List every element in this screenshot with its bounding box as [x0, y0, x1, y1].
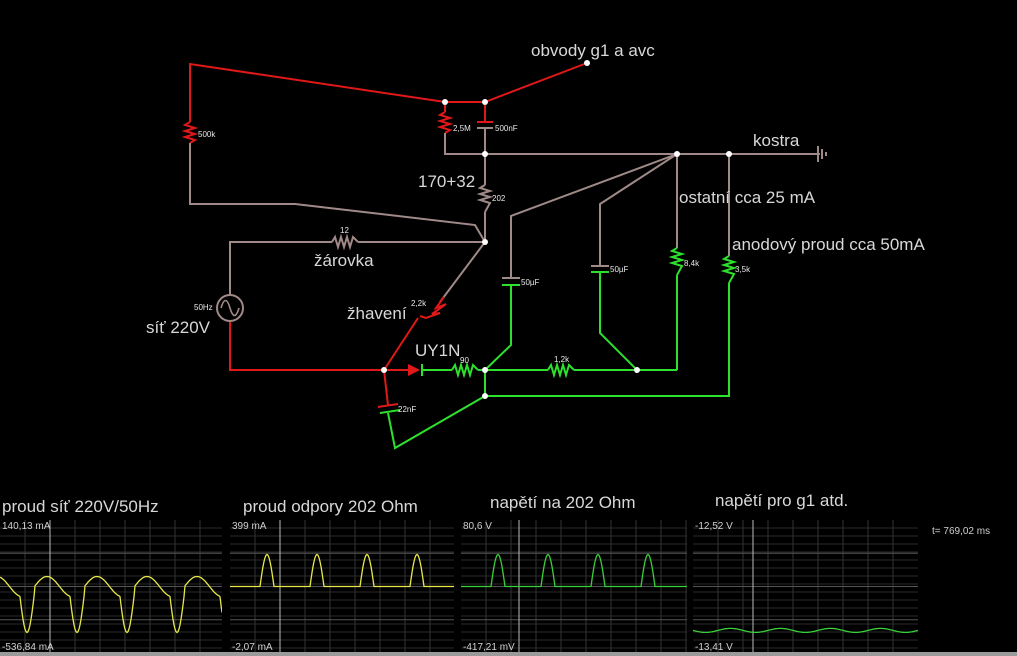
scope-1[interactable]: 140,13 mA -536,84 mA: [0, 520, 222, 653]
scope-2[interactable]: 399 mA -2,07 mA: [230, 520, 454, 653]
diode-icon: [408, 364, 420, 376]
value-3-5k: 3,5k: [735, 265, 751, 274]
scope-3-min: -417,21 mV: [463, 642, 515, 653]
ground-icon: [817, 146, 827, 162]
resistor-90: [451, 361, 479, 379]
value-8-4k: 8,4k: [684, 259, 700, 268]
scope-2-max: 399 mA: [232, 521, 267, 532]
label-g1-avc: obvody g1 a avc: [531, 41, 655, 60]
value-500k: 500k: [198, 130, 216, 139]
scope-4-min: -13,41 V: [695, 642, 733, 653]
label-kostra: kostra: [753, 131, 800, 150]
scope-title-3: napětí na 202 Ohm: [490, 493, 636, 512]
resistor-500k: [181, 121, 199, 144]
value-50Hz: 50Hz: [194, 303, 213, 312]
resistor-8-4k: [668, 247, 686, 276]
label-zhaveni: žhavení: [347, 304, 407, 323]
scope-1-min: -536,84 mA: [2, 642, 54, 653]
value-90: 90: [460, 356, 469, 365]
label-170-32: 170+32: [418, 172, 476, 191]
status-bar: [0, 652, 1017, 656]
scope-4[interactable]: -12,52 V -13,41 V: [693, 520, 918, 653]
value-2-5M: 2,5M: [453, 124, 471, 133]
scope-3-max: 80,6 V: [463, 521, 492, 532]
ac-source-icon: [216, 294, 244, 322]
scope-1-max: 140,13 mA: [2, 521, 51, 532]
value-50uF-2: 50µF: [610, 265, 629, 274]
neutral-wires: [189, 130, 820, 303]
negative-wires: [387, 272, 730, 450]
resistor-2-5M: [436, 111, 454, 134]
scope-grid: [0, 520, 222, 653]
resistor-2-2k: [419, 296, 447, 320]
circuit-canvas[interactable]: [0, 0, 1017, 490]
resistor-12: [331, 233, 359, 251]
scope-trace: [0, 575, 222, 634]
positive-wires: [189, 62, 588, 406]
label-ostatni: ostatní cca 25 mA: [679, 188, 816, 207]
capacitor-50uF-1: [502, 277, 520, 286]
capacitor-50uF-2: [591, 265, 609, 273]
value-202: 202: [492, 194, 506, 203]
scope-trace: [461, 553, 687, 588]
scope-title-4: napětí pro g1 atd.: [715, 491, 849, 510]
label-sit: síť 220V: [146, 318, 211, 337]
capacitor-22nF: [377, 403, 401, 414]
scope-3[interactable]: 80,6 V -417,21 mV: [461, 520, 687, 653]
value-12: 12: [340, 226, 349, 235]
value-50uF-1: 50µF: [521, 278, 540, 287]
label-anodovy: anodový proud cca 50mA: [732, 235, 925, 254]
scope-2-min: -2,07 mA: [232, 642, 273, 653]
value-500nF: 500nF: [495, 124, 518, 133]
label-zarovka: žárovka: [314, 251, 374, 270]
value-22nF: 22nF: [398, 405, 417, 414]
resistor-202: [476, 184, 494, 213]
nodes: [381, 60, 732, 399]
resistor-3-5k: [720, 255, 738, 284]
value-1-2k: 1,2k: [554, 355, 570, 364]
scope-title-1: proud síť 220V/50Hz: [2, 497, 159, 516]
scope-trace: [693, 627, 918, 634]
scope-trace: [230, 553, 454, 588]
capacitor-500nF: [477, 121, 493, 130]
label-tube: UY1N: [415, 341, 461, 360]
time-readout: t= 769,02 ms: [932, 526, 991, 537]
resistor-1-2k: [547, 361, 575, 379]
scope-title-2: proud odpory 202 Ohm: [243, 497, 418, 516]
scope-4-max: -12,52 V: [695, 521, 733, 532]
value-2-2k: 2,2k: [411, 299, 427, 308]
